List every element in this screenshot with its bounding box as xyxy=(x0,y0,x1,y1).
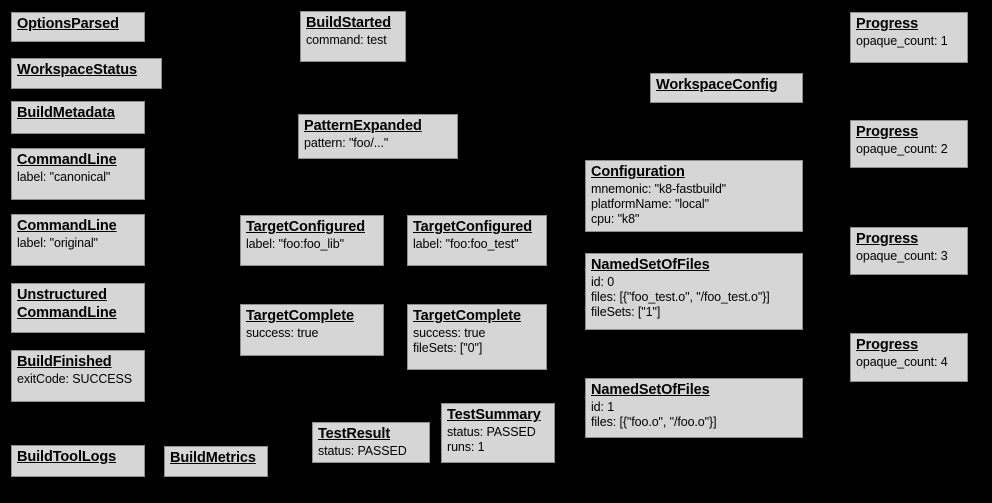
node-title: BuildToolLogs xyxy=(17,449,117,465)
node-progress-1[interactable]: Progress opaque_count: 1 xyxy=(850,12,968,63)
node-field: cpu: "k8" xyxy=(591,211,640,226)
node-title: CommandLine xyxy=(17,152,117,168)
node-fields: label: "foo:foo_lib" xyxy=(246,237,378,252)
node-field: success: true xyxy=(413,326,486,341)
node-title: Progress xyxy=(856,337,919,353)
node-build-finished[interactable]: BuildFinished exitCode: SUCCESS xyxy=(11,350,145,402)
node-build-metrics[interactable]: BuildMetrics xyxy=(164,446,268,477)
node-fields: label: "foo:foo_test" xyxy=(413,237,541,252)
node-progress-4[interactable]: Progress opaque_count: 4 xyxy=(850,333,968,382)
node-fields: opaque_count: 2 xyxy=(856,142,962,157)
node-field: label: "foo:foo_lib" xyxy=(246,237,344,252)
node-title: TargetComplete xyxy=(246,308,354,324)
node-fields: command: test xyxy=(306,33,400,48)
node-field: opaque_count: 4 xyxy=(856,355,948,370)
node-field: id: 0 xyxy=(591,275,615,290)
node-fields: status: PASSED xyxy=(318,444,424,459)
node-title: BuildFinished xyxy=(17,354,112,370)
node-field: pattern: "foo/..." xyxy=(304,136,389,151)
node-field: status: PASSED xyxy=(447,425,536,440)
node-title: Progress xyxy=(856,231,919,247)
node-title: Progress xyxy=(856,16,919,32)
node-workspace-config[interactable]: WorkspaceConfig xyxy=(650,73,803,103)
node-field: opaque_count: 3 xyxy=(856,249,948,264)
node-title: PatternExpanded xyxy=(304,118,422,134)
node-field: opaque_count: 2 xyxy=(856,142,948,157)
node-field: id: 1 xyxy=(591,400,615,415)
node-title: Configuration xyxy=(591,164,685,180)
node-test-result[interactable]: TestResult status: PASSED xyxy=(312,422,430,463)
node-configuration[interactable]: Configuration mnemonic: "k8-fastbuild"pla… xyxy=(585,160,803,232)
node-title: Unstructured CommandLine xyxy=(17,287,117,321)
node-title: TargetComplete xyxy=(413,308,521,324)
node-progress-2[interactable]: Progress opaque_count: 2 xyxy=(850,120,968,168)
node-fields: pattern: "foo/..." xyxy=(304,136,452,151)
node-target-configured-foo-test[interactable]: TargetConfigured label: "foo:foo_test" xyxy=(407,215,547,266)
node-title: WorkspaceStatus xyxy=(17,62,137,78)
node-field: label: "original" xyxy=(17,236,98,251)
node-fields: opaque_count: 4 xyxy=(856,355,962,370)
node-field: label: "canonical" xyxy=(17,170,111,185)
node-field: mnemonic: "k8-fastbuild" xyxy=(591,182,727,197)
node-field: success: true xyxy=(246,326,319,341)
node-pattern-expanded[interactable]: PatternExpanded pattern: "foo/..." xyxy=(298,114,458,159)
node-title: BuildMetrics xyxy=(170,450,256,466)
node-title: NamedSetOfFiles xyxy=(591,382,710,398)
node-field: files: [{"foo.o", "/foo.o"}] xyxy=(591,414,717,429)
node-title: BuildMetadata xyxy=(17,105,115,121)
node-field: status: PASSED xyxy=(318,444,407,459)
node-target-complete-foo-lib[interactable]: TargetComplete success: true xyxy=(240,304,384,356)
node-field: exitCode: SUCCESS xyxy=(17,372,133,387)
node-fields: label: "original" xyxy=(17,236,139,251)
node-field: platformName: "local" xyxy=(591,196,709,211)
node-options-parsed[interactable]: OptionsParsed xyxy=(11,12,145,42)
node-field: label: "foo:foo_test" xyxy=(413,237,519,252)
node-fields: opaque_count: 3 xyxy=(856,249,962,264)
node-field: runs: 1 xyxy=(447,439,485,454)
node-title: BuildStarted xyxy=(306,15,392,31)
node-command-line-original[interactable]: CommandLine label: "original" xyxy=(11,214,145,266)
node-build-tool-logs[interactable]: BuildToolLogs xyxy=(11,445,145,477)
node-title: TargetConfigured xyxy=(413,219,532,235)
node-title: CommandLine xyxy=(17,218,117,234)
node-title: WorkspaceConfig xyxy=(656,77,778,93)
node-title: NamedSetOfFiles xyxy=(591,257,710,273)
node-fields: opaque_count: 1 xyxy=(856,34,962,49)
node-build-started[interactable]: BuildStarted command: test xyxy=(300,11,406,62)
node-field: fileSets: ["0"] xyxy=(413,340,483,355)
node-field: fileSets: ["1"] xyxy=(591,304,661,319)
node-unstructured-command-line[interactable]: Unstructured CommandLine xyxy=(11,283,145,333)
node-build-metadata[interactable]: BuildMetadata xyxy=(11,101,145,134)
node-workspace-status[interactable]: WorkspaceStatus xyxy=(11,58,162,89)
node-target-configured-foo-lib[interactable]: TargetConfigured label: "foo:foo_lib" xyxy=(240,215,384,266)
node-field: files: [{"foo_test.o", "/foo_test.o"}] xyxy=(591,289,770,304)
node-fields: label: "canonical" xyxy=(17,170,139,185)
node-command-line-canonical[interactable]: CommandLine label: "canonical" xyxy=(11,148,145,200)
node-title: Progress xyxy=(856,124,919,140)
node-title: TestSummary xyxy=(447,407,541,423)
node-title: TargetConfigured xyxy=(246,219,365,235)
node-field: command: test xyxy=(306,33,387,48)
node-fields: exitCode: SUCCESS xyxy=(17,372,139,387)
node-title: TestResult xyxy=(318,426,391,442)
node-fields: success: true xyxy=(246,326,378,341)
node-field: opaque_count: 1 xyxy=(856,34,948,49)
node-progress-3[interactable]: Progress opaque_count: 3 xyxy=(850,227,968,275)
node-fields: mnemonic: "k8-fastbuild"platformName: "l… xyxy=(591,182,797,226)
node-title: OptionsParsed xyxy=(17,16,119,32)
